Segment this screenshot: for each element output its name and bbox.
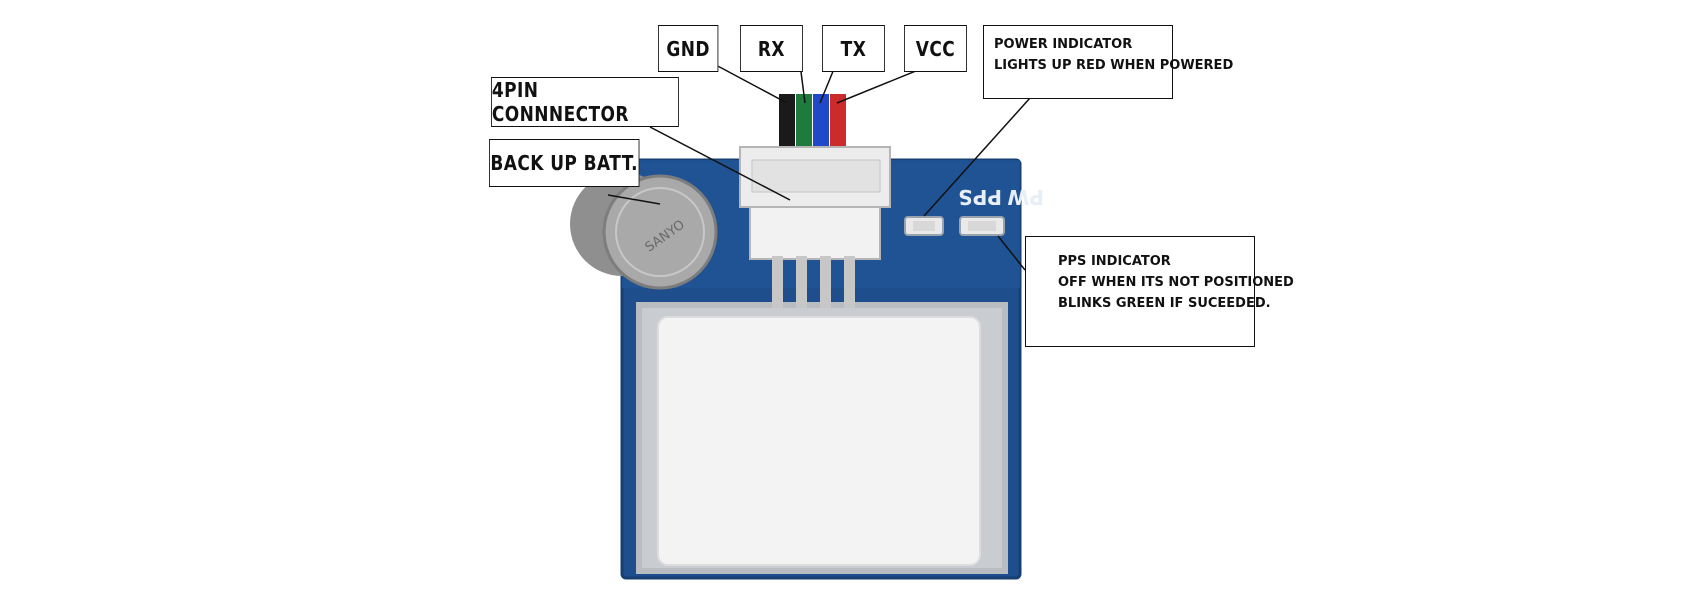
label-vcc: VCC: [904, 25, 967, 72]
connector-4pin: [739, 146, 891, 308]
label-tx: TX: [822, 25, 885, 72]
power-indicator-note: LIGHTS UP RED WHEN POWERED: [994, 58, 1234, 73]
silkscreen-pps: PPS: [958, 185, 1002, 209]
power-indicator-title: POWER INDICATOR: [994, 37, 1133, 52]
pps-indicator-line1: OFF WHEN ITS NOT POSITIONED: [1058, 275, 1294, 290]
power-led: [904, 216, 944, 236]
wire-rx: [796, 94, 812, 154]
wire-gnd: [779, 94, 795, 154]
label-gnd: GND: [658, 25, 719, 72]
pps-indicator-title: PPS INDICATOR: [1058, 254, 1171, 269]
label-pps-indicator: PPS INDICATOR OFF WHEN ITS NOT POSITIONE…: [1025, 236, 1294, 347]
label-backup-battery: BACK UP BATT.: [489, 139, 640, 187]
label-rx: RX: [740, 25, 803, 72]
wire-tx: [813, 94, 829, 154]
label-power-indicator: POWER INDICATOR LIGHTS UP RED WHEN POWER…: [983, 25, 1234, 99]
wire-vcc: [830, 94, 846, 154]
pps-indicator-line2: BLINKS GREEN IF SUCEEDED.: [1058, 296, 1271, 311]
ceramic-patch-antenna: [657, 316, 981, 566]
silkscreen-pw: PW: [1007, 185, 1044, 209]
label-connector: 4PIN CONNNECTOR: [491, 77, 679, 127]
pps-led: [959, 216, 1005, 236]
backup-battery: SANYO: [570, 172, 718, 290]
